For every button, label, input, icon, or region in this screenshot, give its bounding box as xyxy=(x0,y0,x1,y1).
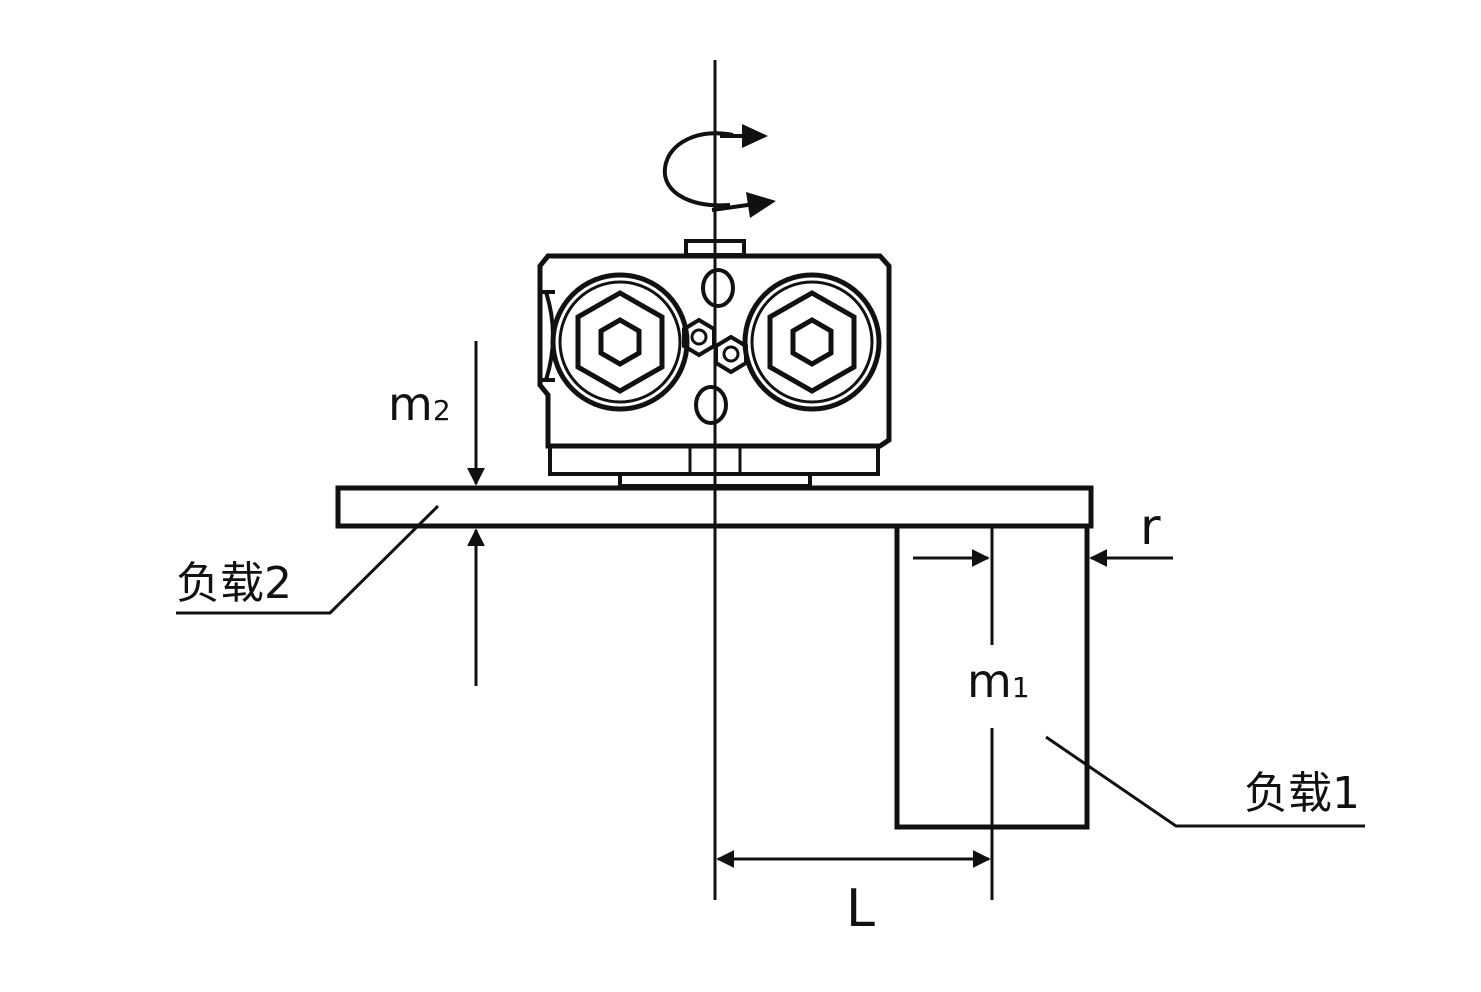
upper-hole xyxy=(701,268,735,308)
rotation-arrow-icon xyxy=(662,124,776,218)
small-nut-icon xyxy=(682,317,716,358)
load2-label: 负载2 xyxy=(176,558,292,609)
load1-label: 负载1 xyxy=(1244,768,1360,819)
load1-leader xyxy=(1045,735,1365,828)
hex-socket-screw-icon xyxy=(550,272,690,412)
load2-leader xyxy=(176,504,440,615)
r-label: r xyxy=(1140,498,1161,556)
L-label: L xyxy=(846,879,875,939)
rotary-actuator xyxy=(537,239,892,488)
m1-label: m1 xyxy=(967,654,1030,708)
load2-plate xyxy=(335,485,1094,529)
small-nut-icon xyxy=(714,334,748,375)
hex-socket-screw-icon xyxy=(742,272,882,412)
lower-hole xyxy=(694,385,728,425)
m2-label: m2 xyxy=(388,377,451,431)
